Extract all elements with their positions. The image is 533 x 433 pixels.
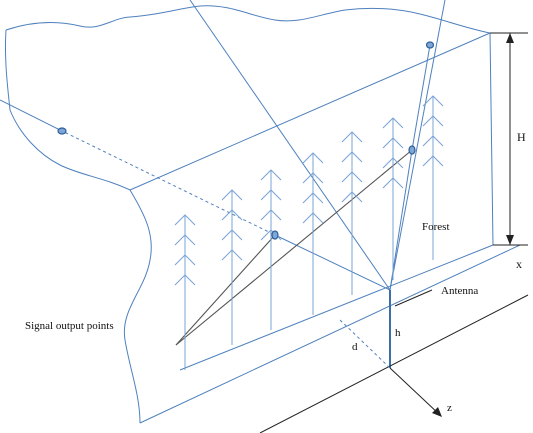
scatter-ray-center xyxy=(274,234,391,291)
tree xyxy=(221,189,243,345)
height-arrow-bottom xyxy=(506,235,514,245)
ground-left-edge xyxy=(123,189,152,424)
tree xyxy=(341,131,363,295)
tree xyxy=(260,169,282,330)
z-axis xyxy=(389,367,441,416)
incident-ray-left-dashed xyxy=(59,129,276,236)
antenna-pointer xyxy=(394,289,433,307)
d-distance-line xyxy=(339,319,391,369)
canopy-top-outline xyxy=(5,5,491,34)
scatter-point-top xyxy=(425,41,435,49)
tree xyxy=(302,152,324,315)
incident-ray-right xyxy=(389,0,446,291)
output-ray-upper xyxy=(175,149,413,346)
ground-mid-line xyxy=(179,244,494,371)
h-label: h xyxy=(395,327,401,339)
canopy-right-edge xyxy=(489,32,494,246)
incident-ray-left xyxy=(0,99,61,131)
scatter-point-center xyxy=(271,230,279,240)
output-ray-lower xyxy=(175,234,276,346)
signal-output-points-label: Signal output points xyxy=(25,320,114,332)
upper-point-ray xyxy=(411,44,431,151)
ground-front-edge xyxy=(139,244,521,424)
d-label: d xyxy=(352,341,358,353)
scatter-ray-right xyxy=(389,149,413,291)
scatter-point-left xyxy=(57,127,67,135)
x-axis xyxy=(259,294,529,433)
z-label: z xyxy=(447,402,452,414)
tree xyxy=(174,214,196,370)
tree xyxy=(422,95,444,260)
height-arrow-top xyxy=(506,33,514,43)
forest-label: Forest xyxy=(422,221,450,233)
x-label: x xyxy=(516,257,522,271)
canopy-left-edge xyxy=(4,29,131,191)
scatter-point-right xyxy=(408,145,416,155)
height-label: H xyxy=(517,130,526,144)
z-axis-arrow xyxy=(432,407,442,417)
canopy-front-edge xyxy=(129,32,491,191)
tree xyxy=(382,117,404,280)
incident-ray-top xyxy=(189,0,391,291)
antenna-label: Antenna xyxy=(441,285,478,297)
